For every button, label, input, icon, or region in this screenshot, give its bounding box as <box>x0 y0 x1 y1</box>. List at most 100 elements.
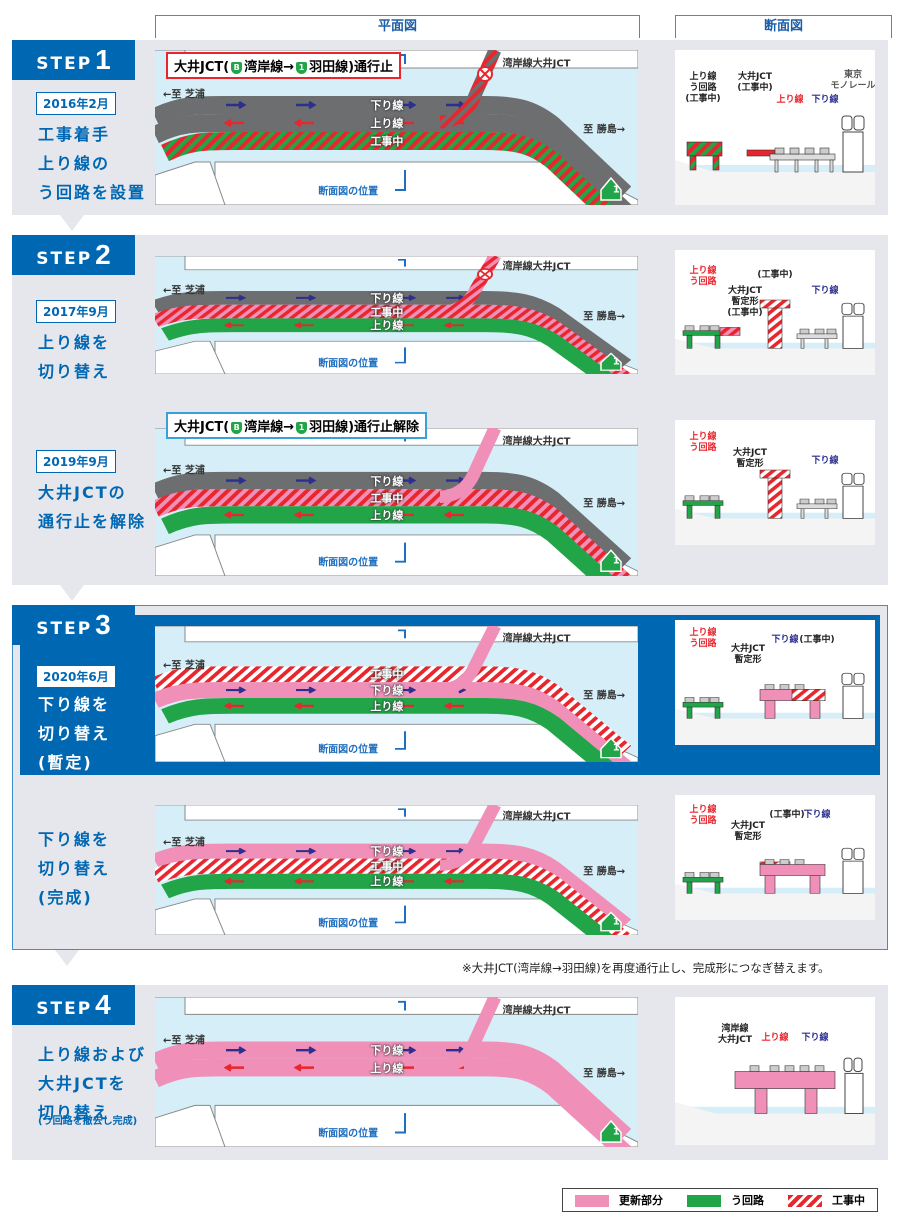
lane-label: 工事中 <box>370 135 404 148</box>
direction-katsushima: 至 勝島→ <box>583 866 626 878</box>
monorail-car <box>841 302 853 315</box>
vehicle <box>799 498 810 505</box>
vehicle <box>814 498 825 505</box>
arrow-left-icon <box>443 877 464 885</box>
arrow-left-icon <box>223 877 244 885</box>
monorail-pier <box>842 860 864 894</box>
direction-shibaura: ←至 芝浦 <box>163 465 205 477</box>
vehicle <box>814 328 825 335</box>
pier <box>824 338 829 349</box>
section-label: 上り線 う回路 <box>689 804 717 826</box>
section-label: 大井JCT 暫定形 (工事中) <box>727 286 763 319</box>
lane-A <box>155 666 632 758</box>
cross-section: 上り線 う回路大井JCT 暫定形下り線 <box>675 420 875 545</box>
new-pier <box>804 1088 818 1114</box>
arrow-left-icon <box>393 511 414 519</box>
land-southwest <box>155 1104 226 1147</box>
section-label: 下り線 <box>811 456 839 467</box>
cross-section: 上り線 う回路大井JCT 暫定形 (工事中)(工事中)下り線 <box>675 250 875 375</box>
vehicle <box>699 495 710 501</box>
arrow-right-icon <box>296 1046 317 1055</box>
detour-pier <box>714 505 721 519</box>
lane-label: 下り線 <box>370 99 404 112</box>
section-label: 下り線 <box>811 286 839 297</box>
lane-A <box>155 471 632 571</box>
step-description: 下り線を 切り替え (暫定) <box>38 695 111 772</box>
arrow-left-icon <box>293 511 314 519</box>
date-badge: 2017年9月 <box>36 300 116 323</box>
arrow-right-icon <box>396 686 417 694</box>
lane-label: 下り線 <box>370 845 404 859</box>
detour-pier <box>714 881 721 894</box>
lane-B <box>155 304 632 374</box>
monorail-pier <box>842 485 864 519</box>
detour-deck <box>682 500 724 506</box>
vehicle <box>814 1065 825 1072</box>
jct-ramp <box>439 805 501 871</box>
route-1-number: 1 <box>612 356 620 368</box>
new-pier <box>754 1088 768 1114</box>
detour-pier <box>714 335 721 349</box>
cross-section-drawing <box>675 672 875 745</box>
route-1-number: 1 <box>612 184 620 195</box>
land-southwest <box>155 723 226 762</box>
route-1-shield-icon <box>600 352 622 371</box>
jct-label: 湾岸線大井JCT <box>502 1005 571 1017</box>
cross-section-drawing <box>675 1057 875 1145</box>
detour-deck <box>682 877 724 883</box>
lane-C <box>161 873 613 935</box>
lane-A <box>155 291 632 370</box>
step-number: 2 <box>95 239 111 270</box>
closed-x-icon <box>479 269 491 279</box>
section-view-header: 断面図 <box>675 15 892 38</box>
step-number: 1 <box>95 44 111 75</box>
arrow-right-icon <box>296 294 317 301</box>
jct-temp <box>719 327 741 336</box>
vehicle <box>774 147 785 155</box>
section-position-label: 断面図の位置 <box>318 186 379 197</box>
main-deck <box>796 503 838 509</box>
lane-label: 下り線 <box>370 291 404 305</box>
jct-ramp <box>439 428 501 503</box>
arrow-right-icon <box>396 847 417 855</box>
new-deck <box>734 1071 836 1089</box>
section-label: 上り線 う回路 <box>689 266 717 288</box>
step-description: 大井JCTの 通行止を解除 <box>38 483 147 531</box>
arrow-left-icon <box>393 702 414 710</box>
cross-section: 上り線 う回路大井JCT 暫定形下り線(工事中) <box>675 620 875 745</box>
arrow-right-icon <box>296 686 317 694</box>
legend-label: 工事中 <box>832 1194 865 1207</box>
land-north <box>155 805 638 821</box>
pier <box>800 508 805 519</box>
ground <box>675 508 875 545</box>
vehicle <box>684 325 695 331</box>
vehicle <box>794 684 805 690</box>
vehicle <box>699 872 710 878</box>
route-1-shield-icon <box>600 737 622 759</box>
section-position-label: 断面図の位置 <box>318 557 379 569</box>
cross-section: 上り線 う回路 (工事中)大井JCT (工事中)上り線下り線東京 モノレール <box>675 50 875 205</box>
lane-A <box>155 843 632 931</box>
arrow-right-icon <box>226 294 247 301</box>
jct-ramp <box>439 256 501 316</box>
arrow-right-icon <box>396 476 417 485</box>
step-number: 3 <box>95 609 111 640</box>
lane-B <box>155 682 632 762</box>
detour-pier <box>689 155 697 171</box>
section-label: 下り線 <box>801 1033 829 1044</box>
detour-pier <box>686 335 693 349</box>
route-1-shield-icon: 1 <box>296 421 308 434</box>
legend: 更新部分 う回路 工事中 <box>562 1188 878 1212</box>
arrow-left-icon <box>293 118 314 128</box>
vehicle <box>709 495 720 501</box>
section-label: (工事中) <box>799 634 835 645</box>
arrow-right-icon <box>226 847 247 855</box>
